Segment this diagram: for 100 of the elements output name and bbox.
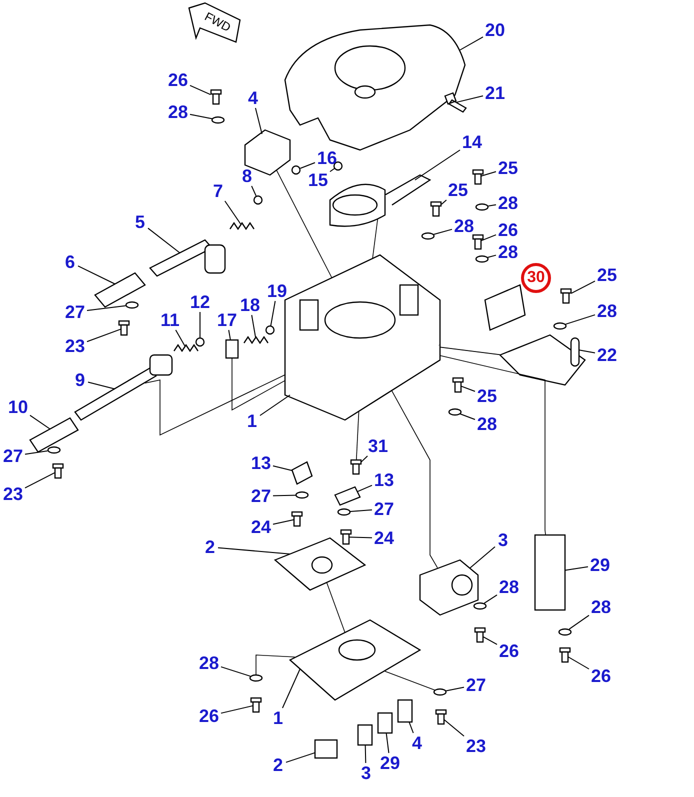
circled-callout-number: 30 (521, 263, 551, 293)
knob-drawing (29, 417, 79, 453)
leader-line (480, 234, 496, 242)
lever-drawing (149, 239, 226, 277)
leader-line (568, 614, 590, 630)
callout-number: 14 (461, 132, 483, 152)
leader-line (483, 636, 498, 645)
leader-line (408, 722, 414, 734)
assembly-line (440, 355, 546, 535)
callout-number: 6 (63, 252, 77, 272)
assembly-line (276, 170, 332, 278)
leader-line (444, 719, 464, 737)
bolt-drawing (118, 320, 130, 336)
callout-number: 25 (447, 180, 469, 200)
ball-drawing (195, 337, 205, 347)
clip-drawing (334, 486, 361, 506)
bolt-drawing (444, 92, 467, 113)
leader-line (86, 328, 122, 342)
callout-number: 24 (373, 528, 395, 548)
bolt-drawing (559, 647, 571, 663)
assembly-line (326, 582, 346, 633)
callout-number: 26 (590, 666, 612, 686)
callout-number: 28 (476, 414, 498, 434)
leader-line (272, 519, 294, 525)
callout-number: 28 (498, 577, 520, 597)
leader-line (488, 204, 496, 206)
callout-number: 23 (465, 736, 487, 756)
leader-line (190, 84, 211, 96)
leader-line (24, 450, 48, 455)
leader-line (286, 752, 316, 763)
spring-drawing (244, 336, 268, 344)
washer-drawing (475, 255, 489, 263)
ball-drawing (291, 165, 301, 175)
washer-drawing (295, 491, 309, 499)
leader-line (24, 472, 55, 488)
spring-drawing (174, 344, 198, 352)
callout-number: 11 (159, 310, 181, 330)
leader-line (270, 300, 276, 326)
callout-number: 16 (316, 148, 338, 168)
bolt-drawing (435, 709, 447, 725)
lever-drawing (74, 354, 173, 421)
leader-line (484, 594, 498, 604)
leader-line (565, 314, 596, 325)
callout-number: 28 (453, 216, 475, 236)
leader-line (360, 456, 368, 462)
leader-line (148, 228, 180, 254)
callout-number: 7 (211, 181, 225, 201)
washer-drawing (475, 203, 489, 211)
knob-drawing (94, 272, 146, 308)
leader-line (568, 656, 590, 670)
callout-number: 26 (167, 70, 189, 90)
leader-line (220, 666, 251, 677)
bolt-drawing (452, 377, 464, 393)
bracket-drawing (498, 334, 586, 386)
callout-number: 3 (359, 763, 373, 783)
assembly-line (440, 346, 500, 356)
leader-line (570, 280, 596, 294)
spring-drawing (230, 222, 254, 230)
leader-line (300, 162, 316, 169)
bolt-drawing (560, 288, 572, 304)
washer-drawing (337, 508, 351, 516)
callout-number: 13 (250, 453, 272, 473)
direction-label: FWD (202, 9, 234, 35)
leader-line (272, 494, 296, 496)
washer-drawing (558, 628, 572, 636)
washer-drawing (473, 602, 487, 610)
callout-number: 29 (379, 753, 401, 773)
leader-line (78, 265, 116, 284)
leader-line (228, 330, 231, 340)
connector-drawing (397, 699, 413, 723)
callout-number: 15 (307, 170, 329, 190)
leader-line (30, 414, 50, 430)
callout-number: 8 (240, 166, 254, 186)
connector-drawing (357, 724, 373, 746)
leader-line (86, 305, 126, 311)
callout-number: 19 (266, 281, 288, 301)
callout-number: 29 (589, 555, 611, 575)
washer-drawing (421, 232, 435, 240)
leader-line (282, 668, 300, 708)
callout-number: 13 (373, 470, 395, 490)
callout-number: 17 (216, 310, 238, 330)
callout-number: 5 (133, 212, 147, 232)
washer-drawing (249, 674, 263, 682)
leader-line (487, 254, 496, 258)
callout-number: 12 (189, 292, 211, 312)
ball-drawing (253, 195, 263, 205)
callout-number: 3 (496, 530, 510, 550)
bolt-drawing (52, 463, 64, 479)
callout-number: 24 (250, 517, 272, 537)
direction-arrow (188, 2, 242, 44)
washer-drawing (448, 408, 462, 416)
leader-line (433, 228, 452, 235)
callout-number: 28 (198, 653, 220, 673)
bolt-drawing (291, 511, 303, 527)
callout-number: 2 (203, 537, 217, 557)
leader-line (218, 547, 290, 554)
bolt-drawing (472, 234, 484, 250)
callout-number: 1 (271, 708, 285, 728)
assembly-line (232, 358, 286, 411)
leader-line (272, 465, 292, 471)
